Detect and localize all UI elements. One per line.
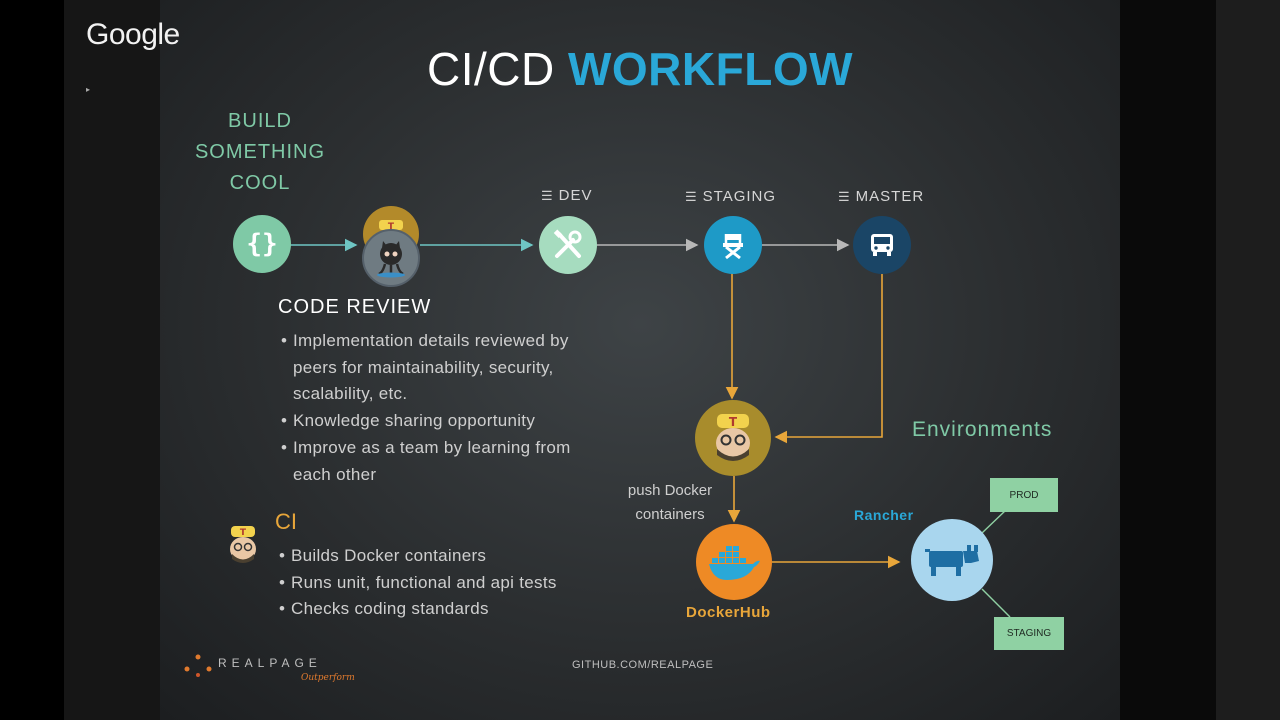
list-item: Runs unit, functional and api tests bbox=[279, 570, 609, 597]
build-line: BUILD bbox=[228, 110, 292, 132]
realpage-wordmark: REALPAGE bbox=[218, 656, 322, 670]
build-line: COOL bbox=[229, 172, 291, 194]
tools-icon bbox=[539, 216, 597, 274]
stage-label-master: ☰ MASTER bbox=[838, 188, 924, 205]
list-item: Knowledge sharing opportunity bbox=[281, 408, 611, 435]
arrow-master-to-ci bbox=[774, 272, 883, 444]
svg-text:T: T bbox=[729, 415, 738, 429]
jenkins-icon: T bbox=[223, 523, 263, 567]
env-box-staging: STAGING bbox=[994, 617, 1064, 650]
dockerhub-label: DockerHub bbox=[686, 604, 771, 621]
list-item: Improve as a team by learning from each … bbox=[281, 435, 611, 488]
slide-title: CI/CD WORKFLOW bbox=[160, 42, 1120, 96]
environments-heading: Environments bbox=[912, 418, 1053, 441]
code-braces-icon: {} bbox=[233, 215, 291, 273]
google-logo: Google bbox=[86, 18, 180, 51]
list-item: Builds Docker containers bbox=[279, 543, 609, 570]
ci-heading: CI bbox=[275, 509, 297, 534]
screen-margin-left bbox=[0, 0, 64, 720]
ci-bullets: Builds Docker containers Runs unit, func… bbox=[279, 543, 609, 623]
push-line: push Docker bbox=[627, 482, 713, 499]
svg-text:T: T bbox=[388, 222, 395, 232]
stage-label-staging: ☰ STAGING bbox=[685, 188, 776, 205]
realpage-tagline: Outperform bbox=[301, 673, 355, 683]
link-rancher-staging bbox=[981, 588, 1011, 618]
github-url-text: GITHUB.COM/REALPAGE bbox=[572, 659, 714, 671]
title-part-ci-cd: CI/CD bbox=[426, 43, 568, 95]
code-review-bullets: Implementation details reviewed by peers… bbox=[281, 328, 611, 488]
director-chair-icon bbox=[704, 216, 762, 274]
mouse-cursor-icon: ▸ bbox=[86, 85, 91, 94]
screen-margin-strip bbox=[64, 0, 160, 720]
link-rancher-prod bbox=[981, 509, 1007, 534]
branch-icon: ☰ bbox=[541, 188, 554, 203]
code-review-heading: CODE REVIEW bbox=[278, 296, 432, 318]
build-line: SOMETHING bbox=[194, 141, 326, 163]
docker-whale-icon bbox=[696, 524, 772, 600]
branch-icon: ☰ bbox=[685, 189, 698, 204]
github-octocat-icon bbox=[362, 229, 420, 287]
stage-label-dev: ☰ DEV bbox=[541, 187, 593, 204]
bus-icon bbox=[853, 216, 911, 274]
branch-icon: ☰ bbox=[838, 189, 851, 204]
screen-margin-right-inner bbox=[1120, 0, 1216, 720]
rancher-cow-icon bbox=[911, 519, 993, 601]
realpage-dots-icon bbox=[184, 654, 212, 677]
rancher-label: Rancher bbox=[854, 507, 914, 523]
list-item: Checks coding standards bbox=[279, 596, 609, 623]
push-docker-text: push Docker containers bbox=[612, 479, 728, 527]
list-item: Implementation details reviewed by peers… bbox=[281, 328, 611, 408]
push-line: containers bbox=[635, 506, 705, 523]
svg-text:T: T bbox=[240, 528, 247, 538]
jenkins-icon: T bbox=[695, 400, 771, 476]
title-part-workflow: WORKFLOW bbox=[567, 43, 854, 95]
build-something-cool-text: BUILD SOMETHING COOL bbox=[180, 106, 340, 199]
env-box-prod: PROD bbox=[990, 478, 1058, 512]
stage-master-text: MASTER bbox=[855, 188, 925, 205]
stage-dev-text: DEV bbox=[558, 187, 593, 204]
realpage-logo: REALPAGE Outperform bbox=[183, 653, 355, 683]
stage-staging-text: STAGING bbox=[702, 188, 777, 205]
